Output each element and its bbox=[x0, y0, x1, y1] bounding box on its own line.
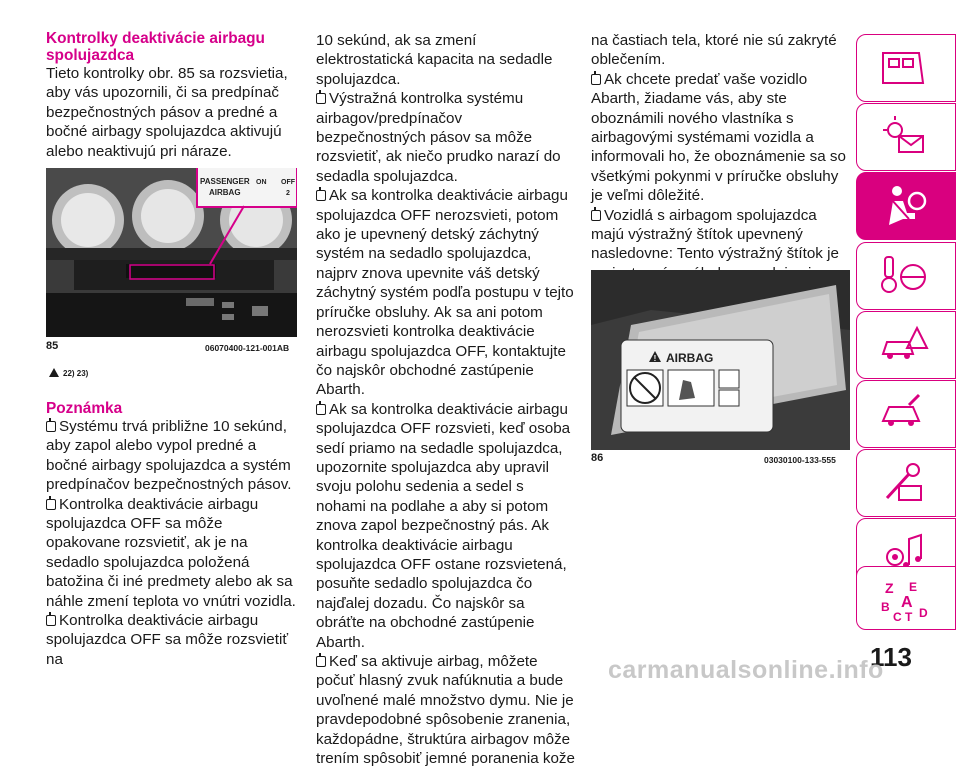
paragraph-text: Keď sa aktivuje airbag, môžete počuť hla… bbox=[316, 653, 575, 768]
figure-86-code: 03030100-133-555 bbox=[764, 455, 836, 465]
note-text: Kontrolka deaktivácie airbagu spolujazdc… bbox=[46, 495, 296, 610]
figure-85-code: 06070400-121-001AB bbox=[205, 343, 290, 353]
lights-mail-icon bbox=[883, 116, 924, 153]
tab-index[interactable]: Z E B A C T D bbox=[856, 566, 956, 630]
note-2: Kontrolka deaktivácie airbagu spolujazdc… bbox=[46, 495, 298, 611]
col2-para-2: Výstražná kontrolka systému airbagov/pre… bbox=[316, 89, 576, 186]
airbag-seatbelt-icon bbox=[889, 186, 927, 225]
svg-text:!: ! bbox=[654, 354, 657, 363]
col2-para-5: Keď sa aktivuje airbag, môžete počuť hla… bbox=[316, 652, 576, 768]
figure-85-number: 85 bbox=[46, 340, 59, 352]
svg-text:T: T bbox=[905, 610, 913, 623]
paragraph-text: na častiach tela, ktoré nie sú zakryté o… bbox=[591, 32, 837, 69]
svg-text:C: C bbox=[893, 610, 902, 623]
column-1: Kontrolky deaktivácie airbagu spolujazdc… bbox=[46, 30, 298, 161]
paragraph-text: Ak chcete predať vaše vozidlo Abarth, ži… bbox=[591, 70, 846, 205]
tab-maintenance[interactable] bbox=[856, 380, 956, 448]
car-dashboard-icon bbox=[882, 52, 925, 84]
sun-visor-illustration: ! AIRBAG bbox=[591, 270, 850, 450]
section-heading: Kontrolky deaktivácie airbagu spolujazdc… bbox=[46, 30, 265, 64]
figure-refs: 22) 23) bbox=[49, 368, 88, 378]
label-on: ON bbox=[256, 179, 267, 186]
note-icon bbox=[46, 495, 56, 510]
note-icon bbox=[316, 187, 326, 202]
col3-para-1: na častiach tela, ktoré nie sú zakryté o… bbox=[591, 31, 853, 70]
label-num: 2 bbox=[286, 190, 290, 197]
note-1: Systému trvá približne 10 sekúnd, aby za… bbox=[46, 417, 298, 495]
paragraph-text: Výstražná kontrolka systému airbagov/pre… bbox=[316, 90, 561, 185]
paragraph-text: Ak sa kontrolka deaktivácie airbagu spol… bbox=[316, 400, 571, 651]
note-3: Kontrolka deaktivácie airbagu spolujazdc… bbox=[46, 611, 298, 669]
intro-paragraph: Tieto kontrolky obr. 85 sa rozsvietia, a… bbox=[46, 65, 288, 160]
wrench-data-icon bbox=[885, 463, 922, 501]
figure-85-photo: PASSENGER AIRBAG ON OFF 2 bbox=[46, 168, 297, 337]
refs-text: 22) 23) bbox=[63, 369, 89, 378]
label-airbag: AIRBAG bbox=[209, 188, 241, 197]
tab-technical[interactable] bbox=[856, 449, 956, 517]
col2-para-1: 10 sekúnd, ak sa zmení elektrostatická k… bbox=[316, 31, 576, 89]
notes-block: Poznámka Systému trvá približne 10 sekún… bbox=[46, 400, 298, 669]
note-text: Systému trvá približne 10 sekúnd, aby za… bbox=[46, 418, 292, 494]
svg-text:E: E bbox=[909, 580, 917, 594]
tab-driving[interactable] bbox=[856, 242, 956, 310]
note-icon bbox=[591, 206, 601, 221]
tab-emergency[interactable] bbox=[856, 311, 956, 379]
note-text: Kontrolka deaktivácie airbagu spolujazdc… bbox=[46, 612, 289, 668]
alphabet-index-icon: Z E B A C T D bbox=[881, 580, 928, 623]
page-number: 113 bbox=[870, 642, 912, 672]
note-icon bbox=[316, 653, 326, 667]
note-icon bbox=[46, 612, 56, 627]
watermark: carmanualsonline.info bbox=[608, 656, 884, 684]
label-passenger: PASSENGER bbox=[200, 177, 250, 186]
col2-para-4: Ak sa kontrolka deaktivácie airbagu spol… bbox=[316, 400, 576, 652]
col3-para-2: Ak chcete predať vaše vozidlo Abarth, ži… bbox=[591, 70, 853, 206]
figure-86-photo: ! AIRBAG bbox=[591, 270, 850, 450]
tab-dashboard[interactable] bbox=[856, 34, 956, 102]
svg-text:Z: Z bbox=[885, 580, 894, 596]
note-heading: Poznámka bbox=[46, 400, 123, 417]
car-warning-icon bbox=[881, 325, 929, 359]
car-maintenance-icon bbox=[881, 393, 921, 426]
tab-lights[interactable] bbox=[856, 103, 956, 171]
figure-86-number: 86 bbox=[591, 452, 604, 464]
column-3: na častiach tela, ktoré nie sú zakryté o… bbox=[591, 31, 853, 283]
tab-safety[interactable] bbox=[856, 172, 956, 240]
svg-text:B: B bbox=[881, 600, 890, 614]
key-steering-icon bbox=[881, 256, 926, 293]
dashboard-illustration: PASSENGER AIRBAG ON OFF 2 bbox=[46, 168, 297, 337]
paragraph-text: 10 sekúnd, ak sa zmení elektrostatická k… bbox=[316, 32, 553, 88]
multimedia-icon bbox=[886, 533, 922, 568]
note-icon bbox=[46, 418, 56, 432]
note-icon bbox=[316, 400, 326, 415]
label-off: OFF bbox=[281, 179, 296, 186]
airbag-label-text: AIRBAG bbox=[666, 351, 713, 365]
note-icon bbox=[591, 70, 601, 85]
note-icon bbox=[316, 90, 326, 105]
svg-text:D: D bbox=[919, 606, 928, 620]
col2-para-3: Ak sa kontrolka deaktivácie airbagu spol… bbox=[316, 186, 576, 399]
paragraph-text: Ak sa kontrolka deaktivácie airbagu spol… bbox=[316, 187, 574, 399]
svg-text:A: A bbox=[901, 594, 913, 611]
column-2: 10 sekúnd, ak sa zmení elektrostatická k… bbox=[316, 31, 576, 768]
warning-triangle-icon bbox=[49, 368, 59, 377]
